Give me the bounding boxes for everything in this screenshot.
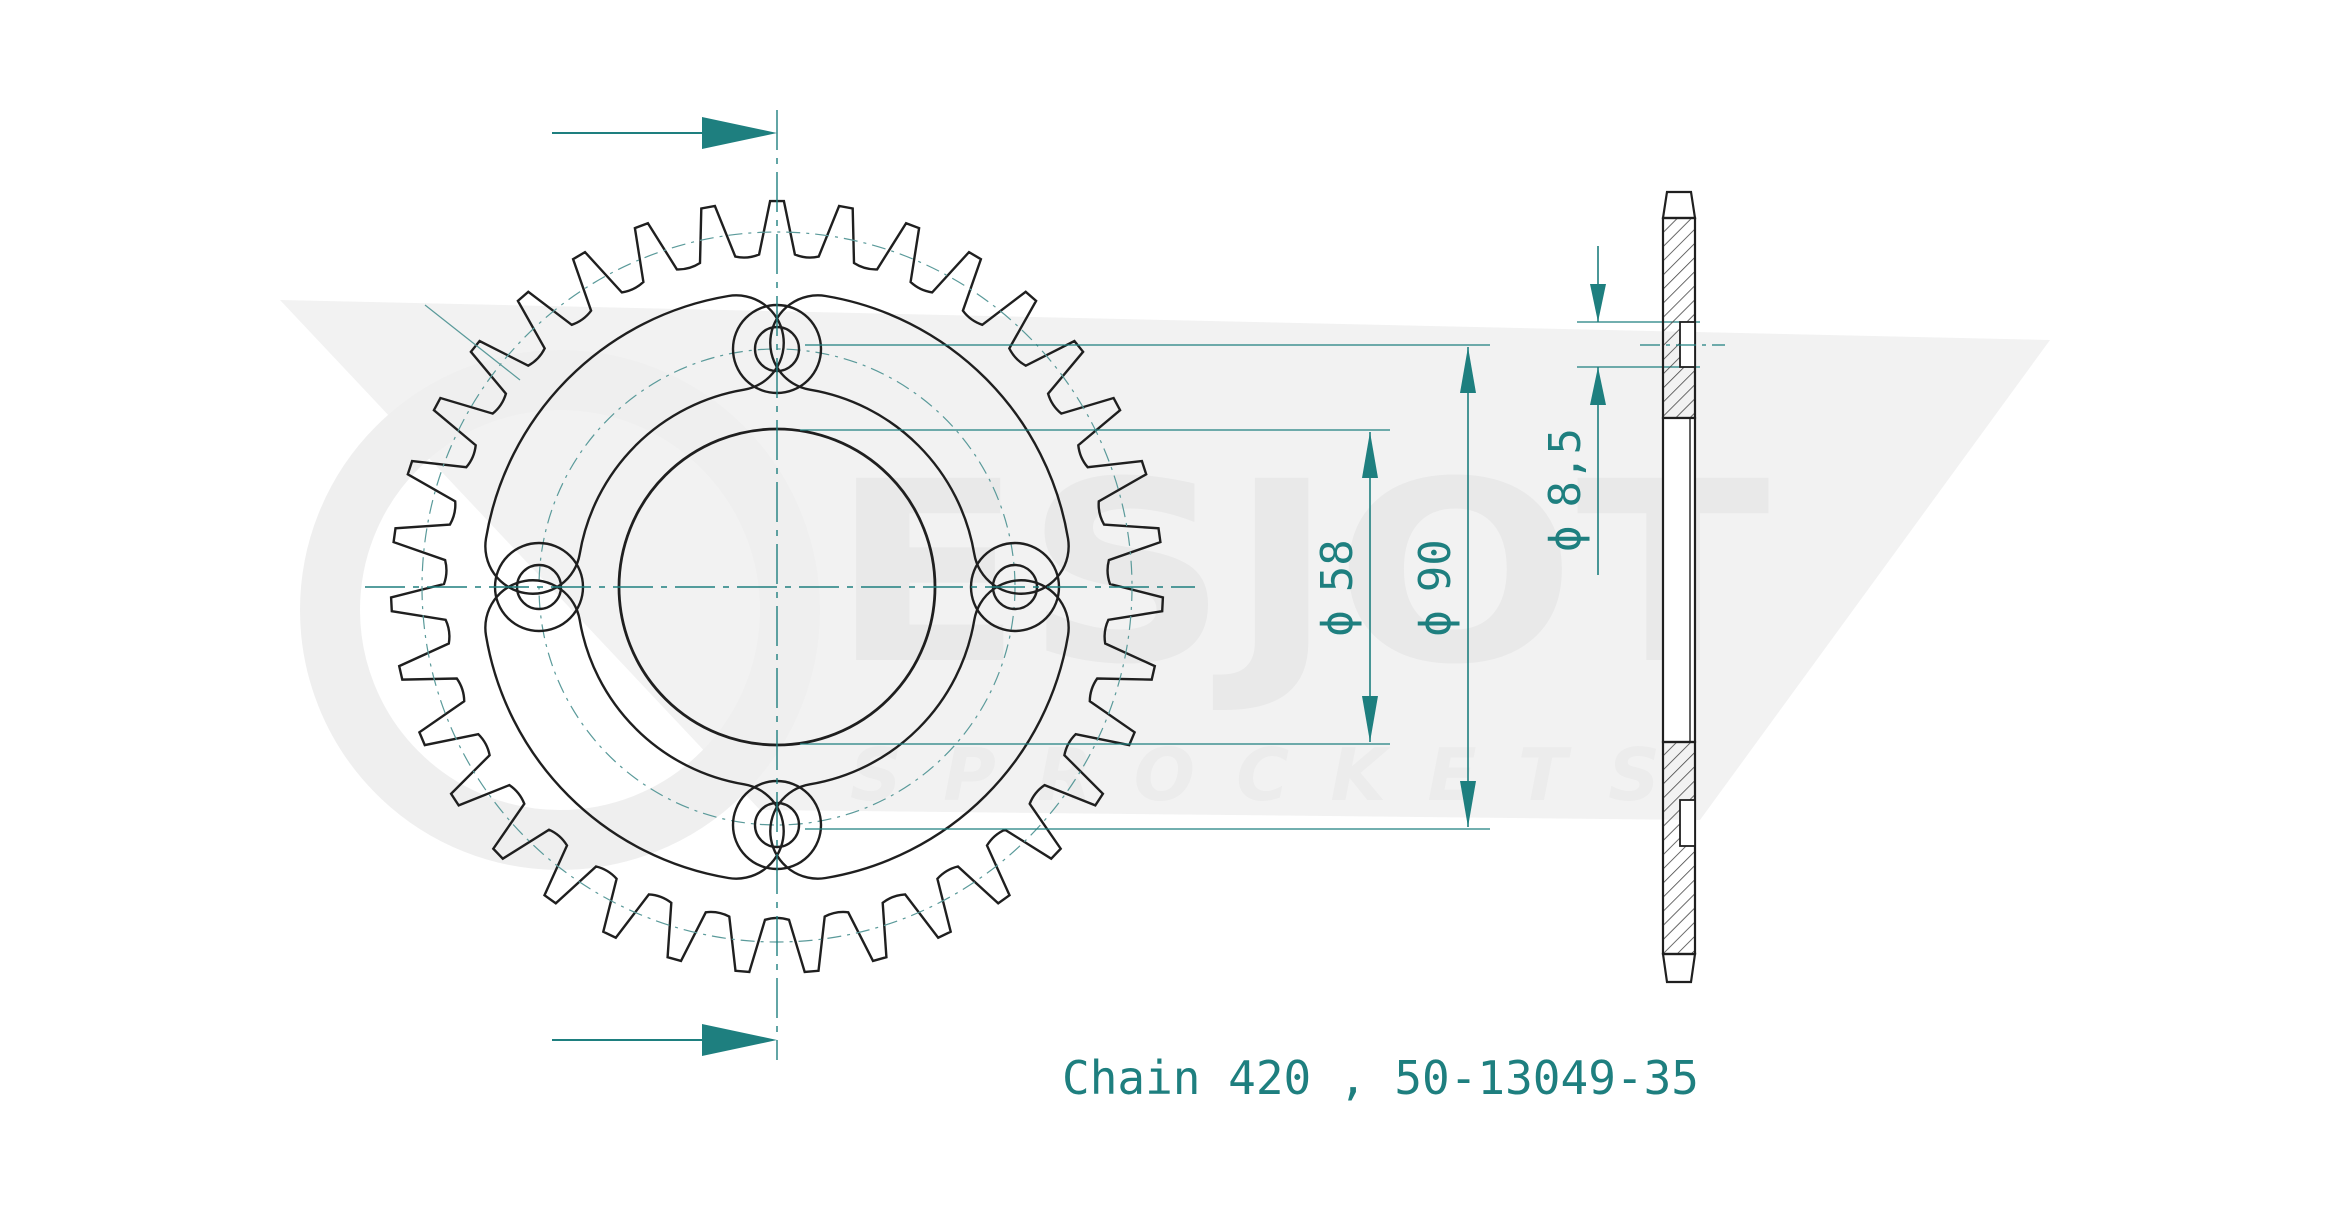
side-web-upper — [1661, 216, 1697, 420]
side-bolt-hole-lower — [1679, 799, 1696, 847]
sprocket-front-view — [365, 110, 1195, 1060]
lightening-slot — [484, 579, 785, 880]
bolt-hole-diameter-label: ϕ8,5 — [1540, 428, 1591, 552]
diagonal-construction-line — [424, 304, 521, 381]
sprocket-teeth-outline — [389, 199, 1165, 974]
watermark: ESJOT SPROCKETS — [280, 300, 2050, 870]
watermark-brand: ESJOT — [830, 428, 1770, 719]
watermark-emblem — [300, 350, 820, 870]
lightening-slot — [484, 294, 785, 595]
lightening-slot — [769, 294, 1070, 595]
side-web-lower — [1661, 740, 1697, 956]
side-tooth-bottom — [1661, 952, 1697, 984]
lightening-slots — [484, 294, 1070, 880]
side-tooth-top — [1661, 190, 1697, 220]
dimension-bore: ϕ58 — [800, 429, 1390, 745]
bolt-circle-diameter-label: ϕ90 — [1410, 539, 1461, 636]
lightening-slot — [769, 579, 1070, 880]
sprocket-side-view — [1640, 190, 1725, 984]
dimension-bolt-circle: ϕ90 — [805, 344, 1490, 830]
watermark-subtitle: SPROCKETS — [850, 733, 1660, 817]
section-arrow-bottom — [552, 1024, 777, 1056]
bore-diameter-label: ϕ58 — [1312, 539, 1363, 636]
section-arrow-top — [552, 117, 777, 149]
part-caption: Chain 420 , 50-13049-35 — [1062, 1051, 1699, 1105]
